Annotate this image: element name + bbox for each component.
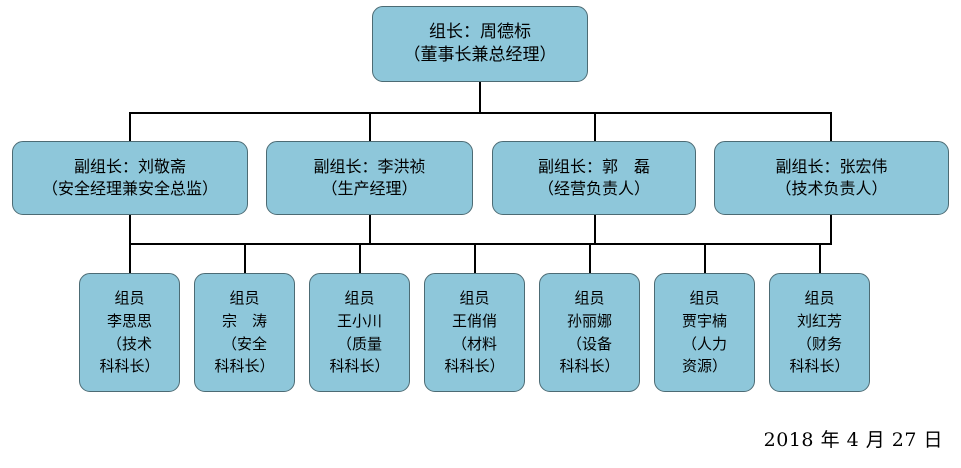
node-line: 科科长） — [214, 357, 275, 376]
node-deputy-leader-1[interactable]: 副组长：李洪祯 （生产经理） — [266, 141, 473, 215]
node-line: 组员 — [459, 288, 490, 307]
node-line: （质量 — [336, 334, 382, 353]
node-team-leader[interactable]: 组长：周德标 （董事长兼总经理） — [372, 6, 588, 82]
node-line: 宗 涛 — [221, 311, 267, 330]
node-line: 组员 — [114, 288, 145, 307]
connector-drop-member-6 — [819, 243, 821, 274]
node-line: 副组长：刘敬斋 — [73, 156, 186, 176]
node-line: 副组长：李洪祯 — [313, 156, 426, 176]
node-line: 组员 — [344, 288, 375, 307]
node-line: （材料 — [451, 334, 497, 353]
connector-drop-member-2 — [359, 243, 361, 274]
node-line: （设备 — [566, 334, 612, 353]
connector-deputy-bus — [129, 112, 831, 114]
connector-stem-deputy-0 — [129, 215, 131, 245]
node-line: （技术负责人） — [775, 179, 888, 198]
node-line: 组员 — [574, 288, 605, 307]
node-line: （安全经理兼安全总监） — [41, 179, 218, 198]
node-line: 副组长：张宏伟 — [775, 156, 888, 176]
connector-drop-deputy-2 — [594, 112, 596, 141]
node-deputy-leader-0[interactable]: 副组长：刘敬斋 （安全经理兼安全总监） — [12, 141, 248, 215]
node-member-5[interactable]: 组员 贾宇楠 （人力 资源） — [654, 273, 755, 392]
connector-stem-deputy-2 — [594, 215, 596, 245]
node-line: 科科长） — [789, 357, 850, 376]
connector-member-bus — [129, 243, 832, 245]
node-line: （财务 — [796, 334, 842, 353]
node-line: （董事长兼总经理） — [403, 45, 557, 65]
node-line: （人力 — [681, 334, 727, 353]
connector-root-stem — [479, 82, 481, 113]
connector-drop-deputy-0 — [129, 112, 131, 141]
node-line: （安全 — [221, 334, 267, 353]
node-line: 科科长） — [329, 357, 390, 376]
node-line: 科科长） — [444, 357, 505, 376]
node-line: 副组长：郭 磊 — [537, 156, 650, 176]
connector-drop-member-5 — [704, 243, 706, 274]
node-line: 资源） — [681, 357, 727, 376]
connector-drop-deputy-1 — [369, 112, 371, 141]
node-line: 科科长） — [559, 357, 620, 376]
node-line: 组员 — [804, 288, 835, 307]
node-line: 孙丽娜 — [566, 311, 612, 330]
node-line: 刘红芳 — [796, 311, 842, 330]
node-line: （经营负责人） — [537, 179, 650, 198]
connector-drop-deputy-3 — [830, 112, 832, 141]
connector-drop-member-3 — [474, 243, 476, 274]
node-member-0[interactable]: 组员 李思思 （技术 科科长） — [79, 273, 180, 392]
node-line: 贾宇楠 — [681, 311, 727, 330]
connector-stem-deputy-1 — [369, 215, 371, 245]
node-line: 组员 — [229, 288, 260, 307]
connector-drop-member-1 — [244, 243, 246, 274]
node-line: 王俏俏 — [451, 311, 497, 330]
node-member-1[interactable]: 组员 宗 涛 （安全 科科长） — [194, 273, 295, 392]
node-member-6[interactable]: 组员 刘红芳 （财务 科科长） — [769, 273, 870, 392]
node-line: （技术 — [106, 334, 152, 353]
node-line: 组长：周德标 — [429, 21, 531, 42]
node-deputy-leader-2[interactable]: 副组长：郭 磊 （经营负责人） — [492, 141, 696, 215]
connector-drop-member-0 — [129, 243, 131, 274]
date-label: 2018 年 4 月 27 日 — [763, 429, 943, 451]
node-line: 李思思 — [106, 311, 152, 330]
node-member-3[interactable]: 组员 王俏俏 （材料 科科长） — [424, 273, 525, 392]
node-deputy-leader-3[interactable]: 副组长：张宏伟 （技术负责人） — [714, 141, 949, 215]
node-member-2[interactable]: 组员 王小川 （质量 科科长） — [309, 273, 410, 392]
connector-drop-member-4 — [589, 243, 591, 274]
node-line: 王小川 — [336, 311, 382, 330]
node-line: 组员 — [689, 288, 720, 307]
connector-stem-deputy-3 — [830, 215, 832, 245]
node-line: 科科长） — [99, 357, 160, 376]
node-line: （生产经理） — [321, 179, 418, 198]
node-member-4[interactable]: 组员 孙丽娜 （设备 科科长） — [539, 273, 640, 392]
